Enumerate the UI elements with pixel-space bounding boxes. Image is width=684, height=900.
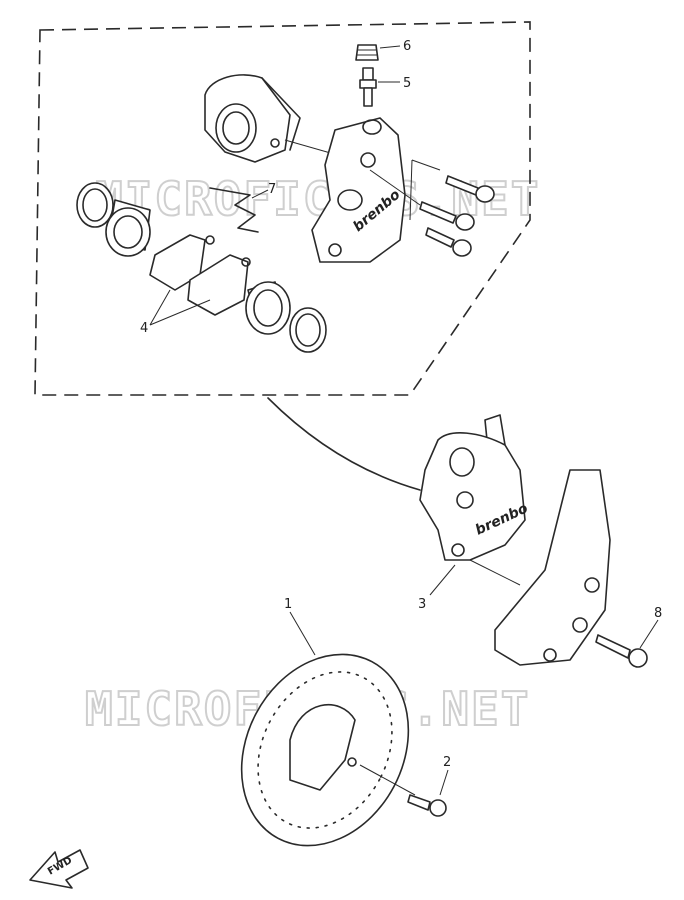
caliper-inner-half: brenbo — [311, 117, 406, 263]
caliper-bolt — [445, 175, 495, 203]
leader-2 — [439, 769, 449, 796]
callout-8: 8 — [654, 606, 662, 621]
brake-pad-2 — [187, 254, 251, 316]
caliper-mounting-bolt — [595, 634, 648, 668]
forward-arrow-icon: FWD — [29, 849, 89, 889]
bleeder-screw — [359, 67, 377, 107]
front-fork-leg — [494, 469, 611, 666]
bolt-bracket — [409, 159, 441, 221]
leader-1 — [289, 611, 316, 656]
piston-right — [245, 281, 291, 335]
leader-7 — [251, 189, 269, 199]
caliper-bolt — [419, 201, 475, 231]
leader-curve — [267, 397, 421, 491]
callout-4: 4 — [140, 321, 148, 336]
callout-2: 2 — [443, 755, 451, 770]
brake-disc — [240, 653, 410, 847]
piston-left — [105, 199, 151, 257]
bleeder-cap — [355, 44, 379, 61]
exploded-view-frame — [34, 21, 531, 396]
leader-6 — [379, 45, 401, 49]
disc-bolt — [407, 794, 447, 817]
align-line-2 — [369, 169, 421, 206]
pad-spring — [209, 187, 259, 233]
leader-8 — [639, 619, 659, 649]
brake-caliper-assembly: brenbo — [419, 414, 531, 561]
callout-1: 1 — [284, 597, 292, 612]
callout-5: 5 — [403, 76, 411, 91]
caliper-bolt — [425, 227, 472, 257]
piston-seal-right — [289, 307, 327, 353]
leader-3 — [429, 564, 456, 596]
align-line-4 — [359, 764, 416, 796]
align-line-3 — [469, 559, 521, 586]
piston-seal-left — [76, 182, 114, 228]
callout-6: 6 — [403, 39, 411, 54]
callout-7: 7 — [268, 182, 276, 197]
callout-3: 3 — [418, 597, 426, 612]
leader-4 — [149, 289, 211, 326]
caliper-outer-half — [204, 74, 301, 163]
